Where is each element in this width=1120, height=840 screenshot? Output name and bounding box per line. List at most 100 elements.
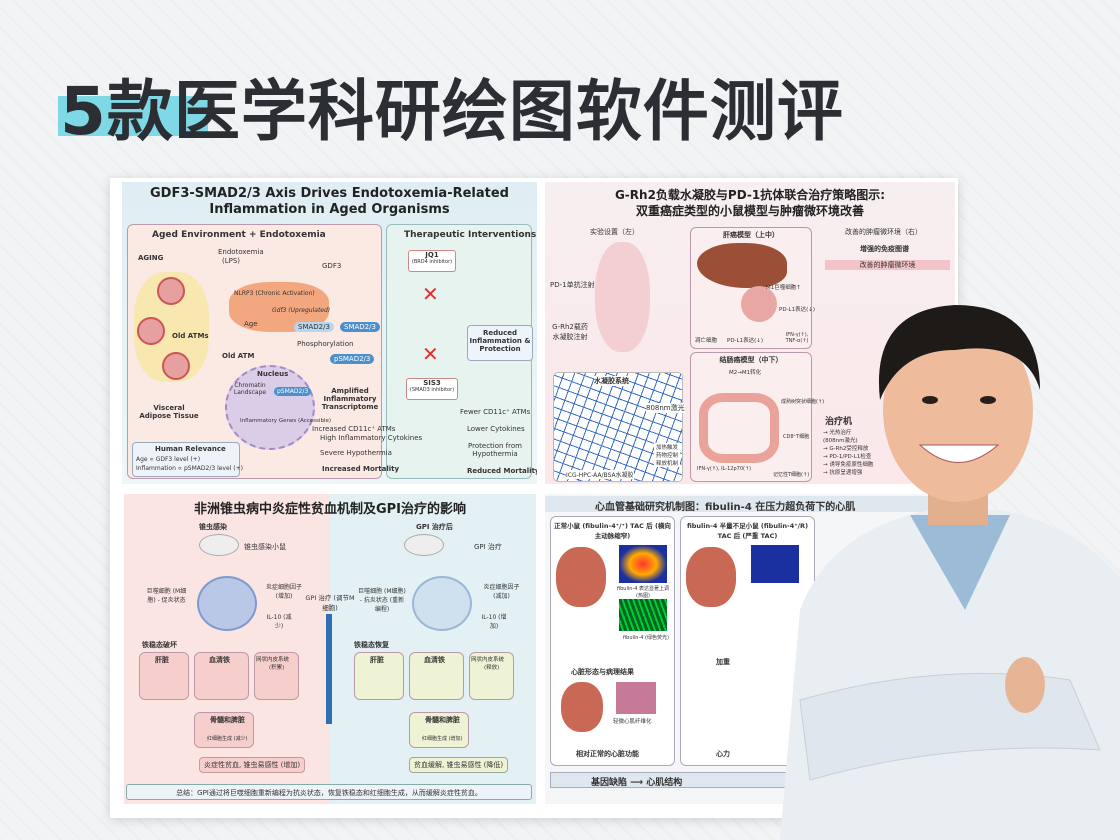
smad-oval: SMAD2/3 xyxy=(340,322,380,332)
gpi-mid-label: GPI 治疗 (调节M细胞) xyxy=(305,594,355,612)
benefit: Protection from Hypothermia xyxy=(468,442,522,458)
heat-label: 加热触发药物控制释放机制 xyxy=(654,443,680,467)
m2m1-label: M2→M1转化 xyxy=(729,370,762,376)
fluorescence-image xyxy=(619,599,667,631)
col2-title: fibulin-4 半量不足小鼠 (fibulin-4⁺/R) TAC 后 (严… xyxy=(686,522,809,540)
histology-image xyxy=(616,682,656,714)
panel-gdf3-smad: GDF3-SMAD2/3 Axis Drives Endotoxemia-Rel… xyxy=(122,182,537,484)
il10-left-label: IL-10 (减少) xyxy=(266,614,292,630)
colon-title: 结肠癌模型（中下） xyxy=(719,356,783,364)
iron-left-label: 铁稳态破坏 xyxy=(142,641,177,649)
endotoxemia-label: Endotoxemia xyxy=(218,248,264,256)
pdl1-label: PD-L1表达(↓) xyxy=(779,307,815,313)
hair xyxy=(878,305,1040,400)
sis3-box: SIS3 (SMAD3 inhibitor) xyxy=(406,378,458,400)
pdl1-expr-label: PD-L1表达(↓) xyxy=(727,338,763,344)
title-highlight xyxy=(58,96,208,136)
jq1-box: JQ1 (BRD4 inhibitor) xyxy=(408,250,456,272)
old-atm-label: Old ATM xyxy=(222,352,255,360)
liver-illustration xyxy=(697,243,787,288)
mechanism-list: → 光热治疗 (808nm激光) → G-Rh2受控释放 → PD-1/PD-L… xyxy=(823,429,873,477)
res-label: 网状内皮系统 xyxy=(471,657,505,663)
serum-label: 血清铁 xyxy=(424,656,445,664)
panel1-title-2: Inflammation in Aged Organisms xyxy=(209,202,450,217)
block-x-icon: ✕ xyxy=(422,282,439,306)
grh2-label: G-Rh2载药水凝胶注射 xyxy=(552,323,588,341)
cover-title: 5款医学科研绘图软件测评 xyxy=(60,73,844,150)
mac-left-label: 巨噬细胞 (M细胞) - 促炎状态 xyxy=(146,588,187,604)
rbc-label: 红细胞生成 (增加) xyxy=(422,736,463,742)
gdf3-label: GDF3 xyxy=(322,262,342,270)
mortality-label: Increased Mortality xyxy=(322,465,400,473)
old-atms-label: Old ATMs xyxy=(172,332,209,340)
normal-function-label: 相对正常的心脏功能 xyxy=(576,750,639,758)
nucleus-label: Nucleus xyxy=(257,370,289,378)
mechanism-title: 治疗机 xyxy=(825,417,853,427)
gpi-arrow xyxy=(326,614,332,724)
bone-label: 骨髓和脾脏 xyxy=(425,716,460,724)
smile xyxy=(918,444,1000,463)
cd8-label: CD8⁺T细胞 xyxy=(783,434,810,440)
mouse-icon xyxy=(404,534,444,556)
outcome-right: 贫血缓解, 锥虫易感性 (降低) xyxy=(409,757,509,773)
immune-label: 增强的免疫图谱 xyxy=(860,245,909,253)
nucleus xyxy=(225,365,315,450)
hydrogel-box: 水凝胶系统 808nm激光 加热触发药物控制释放机制 ICG-HPC-AA/BS… xyxy=(553,372,685,482)
left-header: 锥虫感染 xyxy=(199,523,227,531)
myocardial-label: 心肌结构 xyxy=(646,778,683,788)
fibrosis-label: 轻微心肌纤维化 xyxy=(613,719,652,725)
normal-mouse-column: 正常小鼠 (fibulin-4⁺/⁺) TAC 后 (横向主动脉缩窄) fibu… xyxy=(550,516,675,766)
res-label: 网状内皮系统 xyxy=(256,657,290,663)
mechanism-item: → PD-1/PD-L1检查 xyxy=(823,454,872,460)
heart-illustration xyxy=(556,547,606,607)
liver-label: 肝脏 xyxy=(370,656,384,664)
amplified-label: Amplified Inflammatory Transcriptome xyxy=(321,387,379,411)
mechanism-item: (808nm激光) xyxy=(823,438,858,444)
colon-illustration xyxy=(699,393,779,463)
sis3-sub: (SMAD3 inhibitor) xyxy=(409,387,455,393)
res-status: (释放) xyxy=(484,665,500,671)
outcome: High Inflammatory Cytokines xyxy=(320,434,423,442)
age-label: Age xyxy=(244,320,258,328)
apoptosis-label: 凋亡细胞 xyxy=(695,338,718,344)
right-header: 改善的肿瘤微环境（右） xyxy=(845,228,922,236)
gene-defect-label: 基因缺陷 xyxy=(591,778,628,788)
eye xyxy=(922,396,938,404)
heart-illustration xyxy=(686,547,736,607)
atm-cell xyxy=(157,277,185,305)
chromatin-label: Chromatin Landscape xyxy=(233,382,267,396)
pd1-label: PD-1单抗注射 xyxy=(550,281,595,289)
ifn2-label: IFN-γ(↑), IL-12p70(↑) xyxy=(697,466,752,472)
shirt xyxy=(910,515,1010,610)
atm-cell xyxy=(162,352,190,380)
panel4-title: 心血管基础研究机制图：fibulin-4 在压力超负荷下的心肌 xyxy=(545,496,955,513)
heart-illustration xyxy=(561,682,603,732)
face xyxy=(883,318,1033,502)
visceral-label: Visceral Adipose Tissue xyxy=(139,404,199,420)
arrow-icon: ⟶ xyxy=(627,778,647,788)
human-2: Inflammation ∝ pSMAD2/3 level (+) xyxy=(136,465,243,472)
mechanism-item: → G-Rh2受控释放 xyxy=(823,446,869,452)
reduced-box: Reduced Inflammation & Protection xyxy=(467,325,533,361)
colon-model-box: 结肠癌模型（中下） M2→M1转化 成熟树突状细胞(↑) CD8⁺T细胞 IFN… xyxy=(690,352,824,482)
heatmap-label: fibulin-4 表达显著上调 (热图) xyxy=(616,586,669,599)
laser-label: 808nm激光 xyxy=(646,403,685,413)
outcome: Severe Hypothermia xyxy=(320,449,392,457)
iron-right-label: 铁稳态恢复 xyxy=(354,641,389,649)
memory-label: 记忆性T细胞(↑) xyxy=(773,472,810,478)
bone-label: 骨髓和脾脏 xyxy=(210,716,245,724)
panel-trypanosomiasis: 非洲锥虫病中炎症性贫血机制及GPI治疗的影响 锥虫感染 GPI 治疗后 锥虫感染… xyxy=(124,494,536,804)
jq1-label: JQ1 xyxy=(425,251,439,259)
panel3-title: 非洲锥虫病中炎症性贫血机制及GPI治疗的影响 xyxy=(193,502,467,517)
col1-title: 正常小鼠 (fibulin-4⁺/⁺) TAC 后 (横向主动脉缩窄) xyxy=(554,522,671,540)
improved-label: 改善的肿瘤微环境 xyxy=(825,260,950,270)
summary-bar: 总结：GPI通过将巨噬细胞重新编程为抗炎状态，恢复铁稳态和红细胞生成，从而缓解炎… xyxy=(126,784,532,800)
mouse-left-label: 锥虫感染小鼠 xyxy=(244,543,286,551)
res-box-left: 网状内皮系统(积累) xyxy=(254,652,299,700)
serum-box-right: 血清铁 xyxy=(409,652,464,700)
eye xyxy=(980,396,996,404)
psmad-oval: pSMAD2/3 xyxy=(330,354,375,364)
genes-label: Inflammatory Genes (Accessible) xyxy=(240,418,331,424)
human-1: Age ∝ GDF3 level (+) xyxy=(136,456,201,463)
lps-label: (LPS) xyxy=(222,257,241,265)
